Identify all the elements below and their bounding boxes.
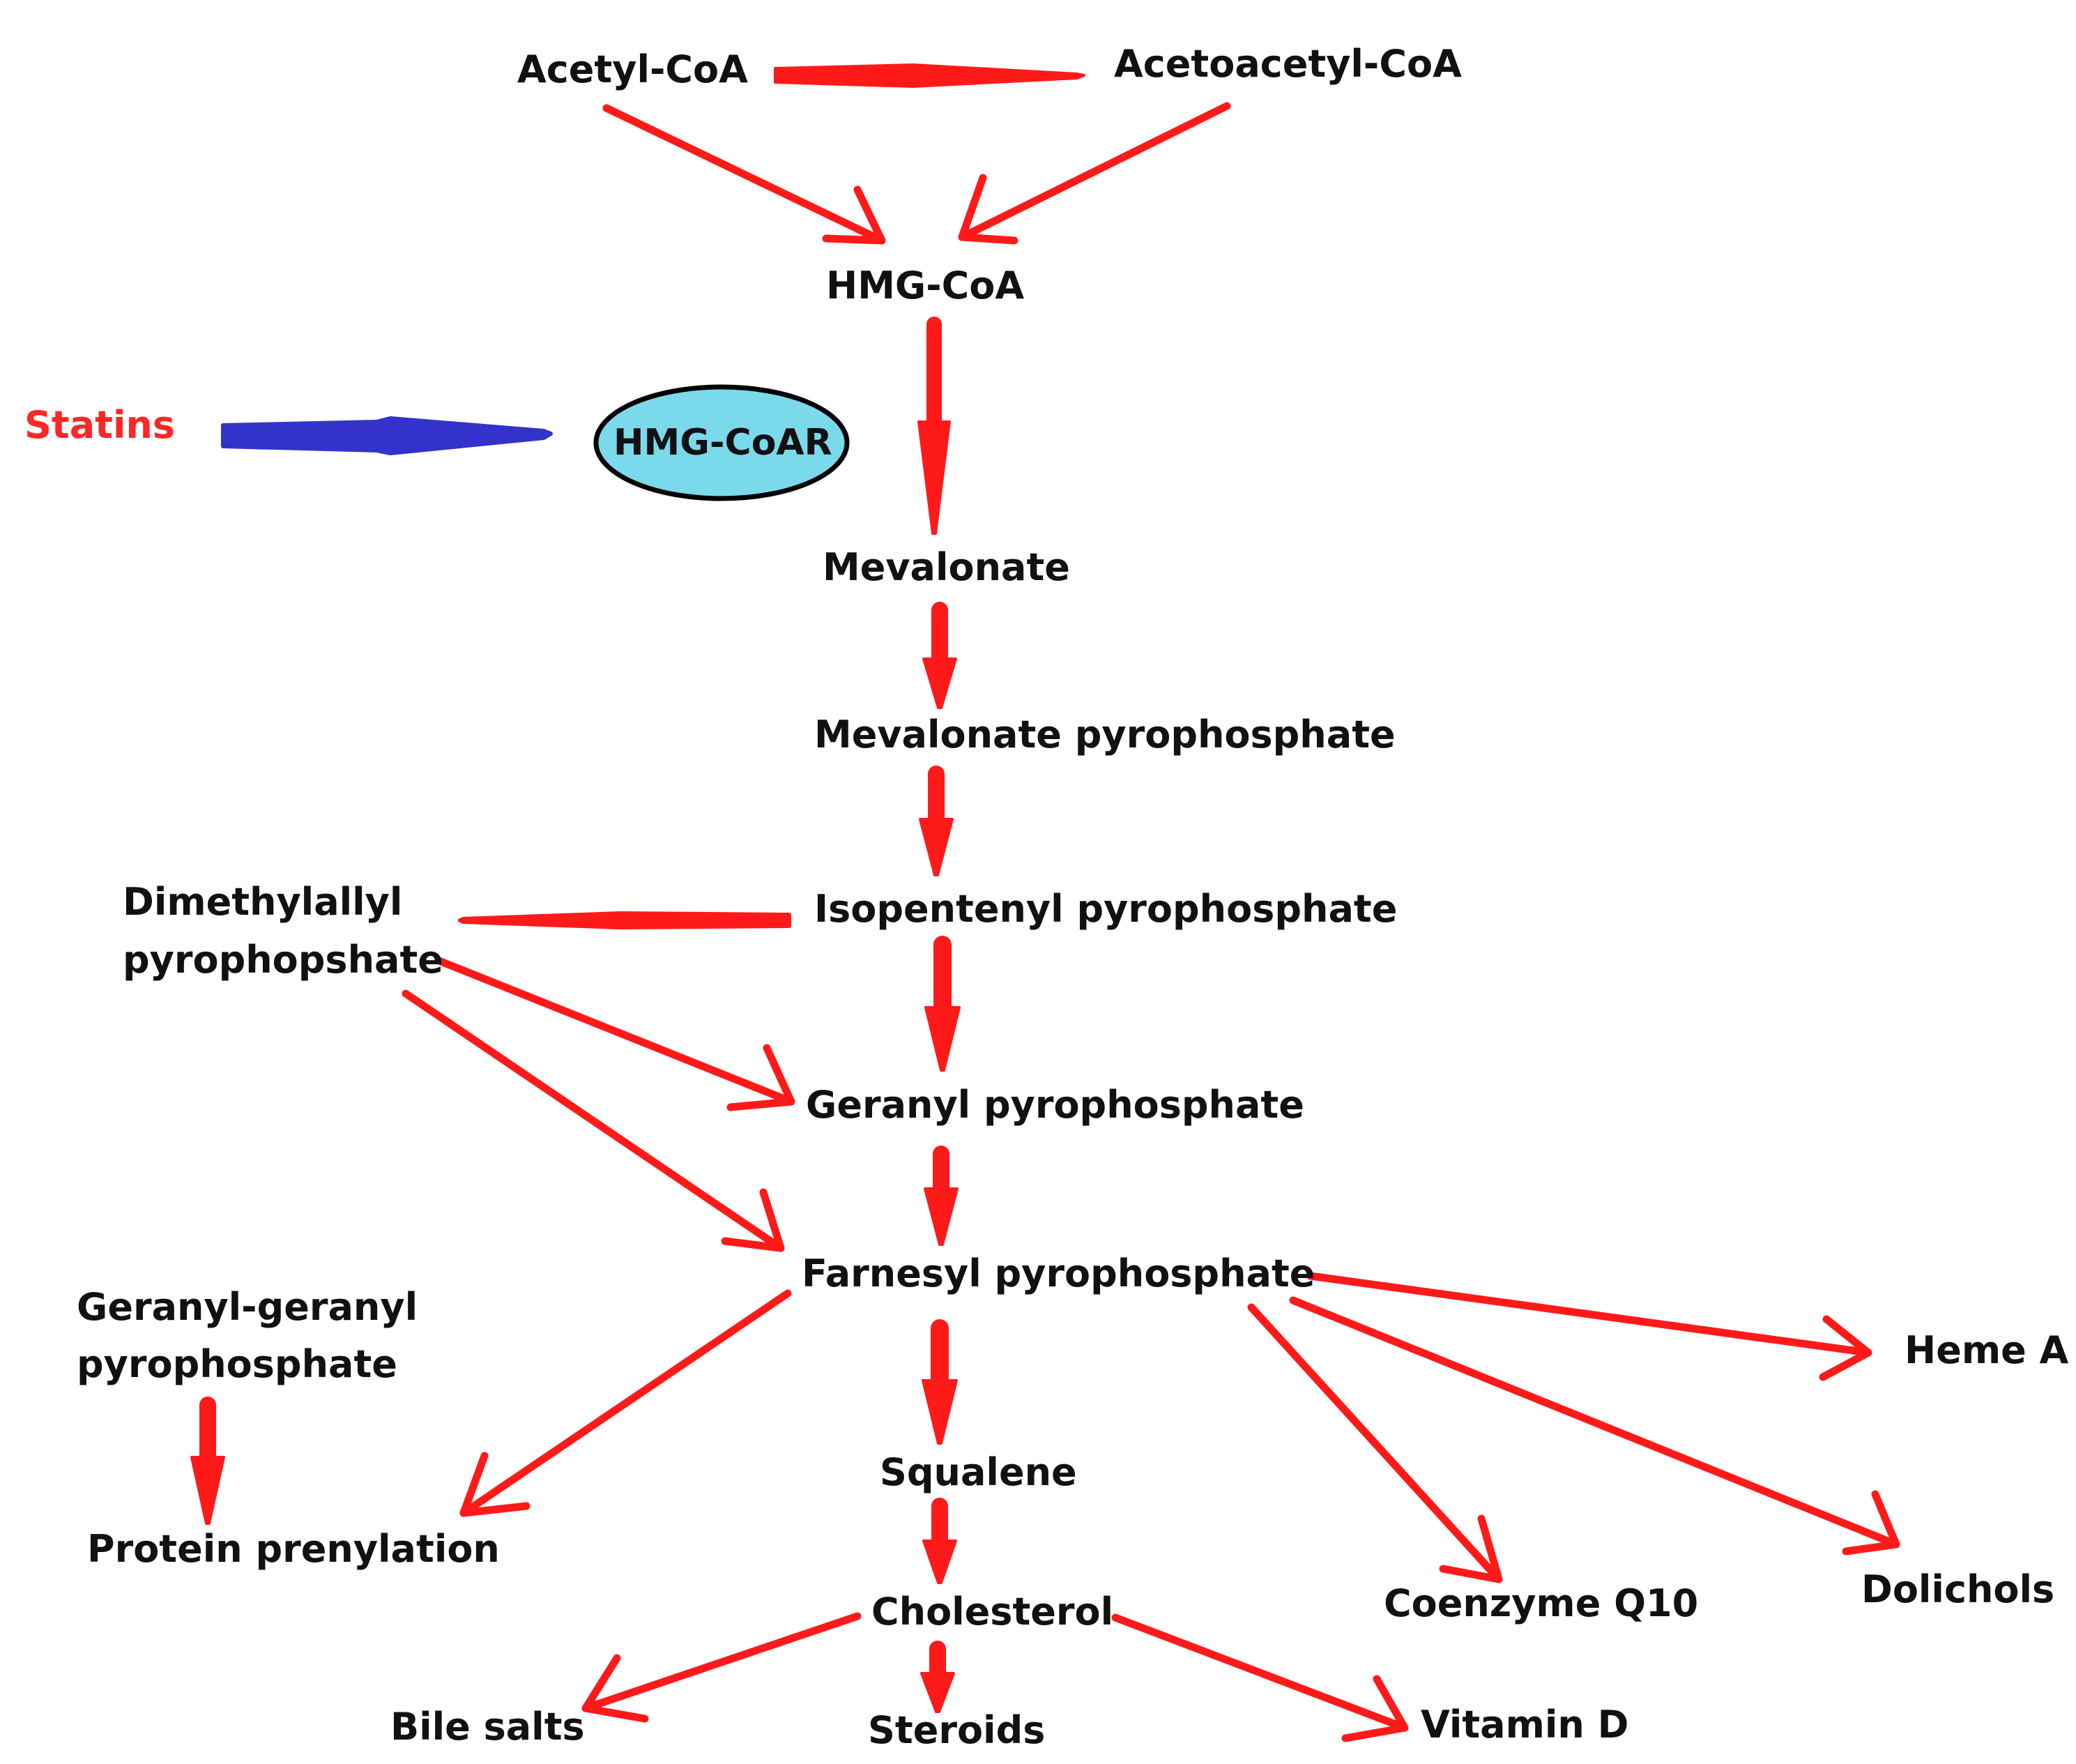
node-geranylgeranyl-line2: pyrophosphate — [77, 1342, 397, 1386]
node-steroids: Steroids — [868, 1708, 1045, 1752]
node-heme-a: Heme A — [1905, 1328, 2069, 1372]
arrow-dmapp-to-gpp — [435, 957, 795, 1111]
node-acetyl-coa: Acetyl-CoA — [517, 47, 748, 91]
arrow-statins-to-hmgcoar — [221, 416, 553, 455]
node-bile-salts: Bile salts — [390, 1705, 585, 1749]
arrow-fpp-to-dolichols — [1289, 1296, 1900, 1556]
node-statins: Statins — [24, 403, 175, 447]
node-mevalonate-pyrophosphate: Mevalonate pyrophosphate — [814, 713, 1396, 756]
arrow-cholesterol-to-vitamind — [1111, 1613, 1409, 1742]
node-hmg-coa: HMG-CoA — [826, 264, 1024, 307]
node-geranyl-pyrophosphate: Geranyl pyrophosphate — [806, 1083, 1304, 1127]
arrow-acetyl-to-hmgcoa — [602, 104, 886, 245]
node-vitamin-d: Vitamin D — [1421, 1703, 1628, 1747]
node-isopentenyl-pyrophosphate: Isopentenyl pyrophosphate — [814, 887, 1397, 931]
node-farnesyl-pyrophosphate: Farnesyl pyrophosphate — [802, 1252, 1315, 1295]
node-acetoacetyl-coa: Acetoacetyl-CoA — [1114, 42, 1462, 86]
hmg-coar-enzyme-ellipse — [593, 384, 850, 501]
arrow-acetyl-to-acetoacetyl — [774, 63, 1085, 88]
arrow-mevalonate-to-mevpp — [922, 602, 957, 709]
node-squalene: Squalene — [880, 1450, 1077, 1494]
arrow-mevpp-to-ipp — [919, 766, 954, 876]
arrow-ggpp-to-prenylation — [190, 1397, 225, 1525]
arrow-hmgcoa-to-mevalonate — [917, 317, 951, 535]
arrow-cholesterol-to-steroids — [920, 1641, 955, 1713]
node-dolichols: Dolichols — [1861, 1567, 2054, 1611]
arrow-dmapp-to-fpp — [402, 989, 785, 1252]
arrow-gpp-to-fpp — [924, 1146, 959, 1246]
arrow-fpp-to-coq10 — [1247, 1303, 1503, 1583]
arrow-ipp-to-dmapp — [458, 911, 791, 929]
node-dimethylallyl-line1: Dimethylallyl — [123, 880, 402, 924]
node-geranylgeranyl-line1: Geranyl-geranyl — [77, 1285, 418, 1329]
node-cholesterol: Cholesterol — [871, 1590, 1113, 1634]
arrow-cholesterol-to-bilesalts — [581, 1612, 862, 1723]
node-coenzyme-q10: Coenzyme Q10 — [1384, 1581, 1698, 1625]
node-hmg-coar: HMG-CoAR — [613, 422, 832, 464]
arrow-squalene-to-cholesterol — [922, 1498, 957, 1584]
node-protein-prenylation: Protein prenylation — [87, 1527, 500, 1571]
arrow-fpp-to-hemea — [1306, 1272, 1872, 1381]
arrow-fpp-to-prenylation — [459, 1289, 792, 1517]
node-mevalonate: Mevalonate — [823, 545, 1070, 589]
arrow-fpp-to-squalene — [922, 1319, 958, 1445]
arrow-ipp-to-gpp — [924, 936, 961, 1072]
arrow-acetoacetyl-to-hmgcoa — [958, 102, 1231, 245]
node-dimethylallyl-line2: pyrophopshate — [123, 938, 443, 982]
